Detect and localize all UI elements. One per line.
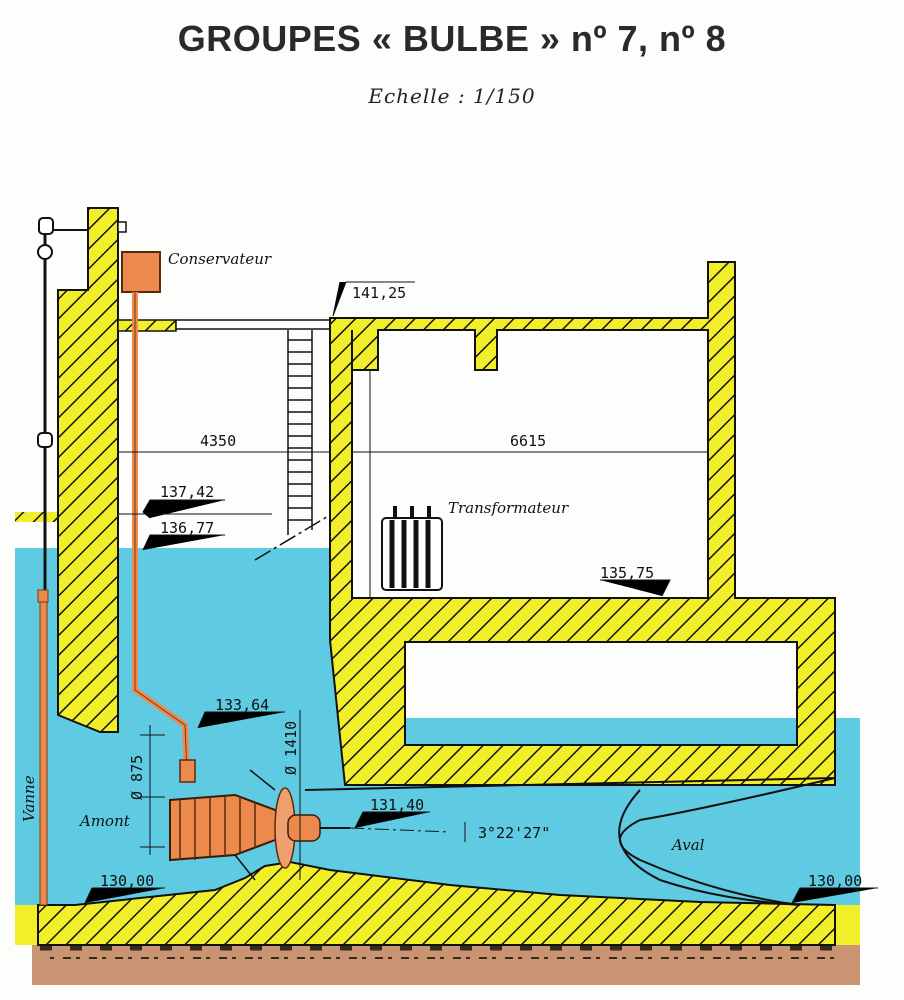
- level-130-00-left: 130,00: [100, 872, 154, 890]
- level-136-77: 136,77: [160, 519, 214, 537]
- level-131-40: 131,40: [370, 796, 424, 814]
- dim-dia-875: Ø 875: [128, 755, 146, 800]
- soil: [32, 945, 860, 985]
- diagram-title: GROUPES « BULBE » nº 7, nº 8: [177, 18, 727, 59]
- level-130-00-right: 130,00: [808, 872, 862, 890]
- transformer: [381, 506, 443, 591]
- powerhouse-structure: [329, 261, 836, 786]
- roof-slab-left: [117, 319, 177, 332]
- gate-vanne: [37, 217, 88, 906]
- level-137-42: 137,42: [160, 483, 214, 501]
- dim-6615: 6615: [510, 432, 546, 450]
- label-conservateur: Conservateur: [168, 250, 272, 268]
- upstream-wall: [57, 207, 119, 733]
- side-slab: [15, 512, 60, 522]
- level-141-25: 141,25: [352, 284, 406, 302]
- level-135-75: 135,75: [600, 564, 654, 582]
- label-vanne: Vanne: [20, 775, 38, 822]
- dim-angle: 3°22'27": [478, 824, 550, 842]
- dimension-lines: [84, 281, 878, 904]
- dim-4350: 4350: [200, 432, 236, 450]
- label-aval: Aval: [670, 836, 705, 854]
- river-bed: [37, 860, 836, 946]
- label-amont: Amont: [78, 812, 131, 830]
- draft-tube: [304, 777, 836, 906]
- wall-fixture: [117, 221, 127, 233]
- bulb-turbine: [169, 769, 451, 881]
- conservateur-tank: [121, 251, 161, 293]
- dim-dia-1410: Ø 1410: [282, 721, 300, 775]
- scale-label: Echelle : 1/150: [368, 84, 536, 108]
- ladder: [254, 330, 331, 561]
- level-133-64: 133,64: [215, 696, 269, 714]
- roof-beam: [175, 319, 331, 330]
- label-transformateur: Transformateur: [448, 499, 569, 517]
